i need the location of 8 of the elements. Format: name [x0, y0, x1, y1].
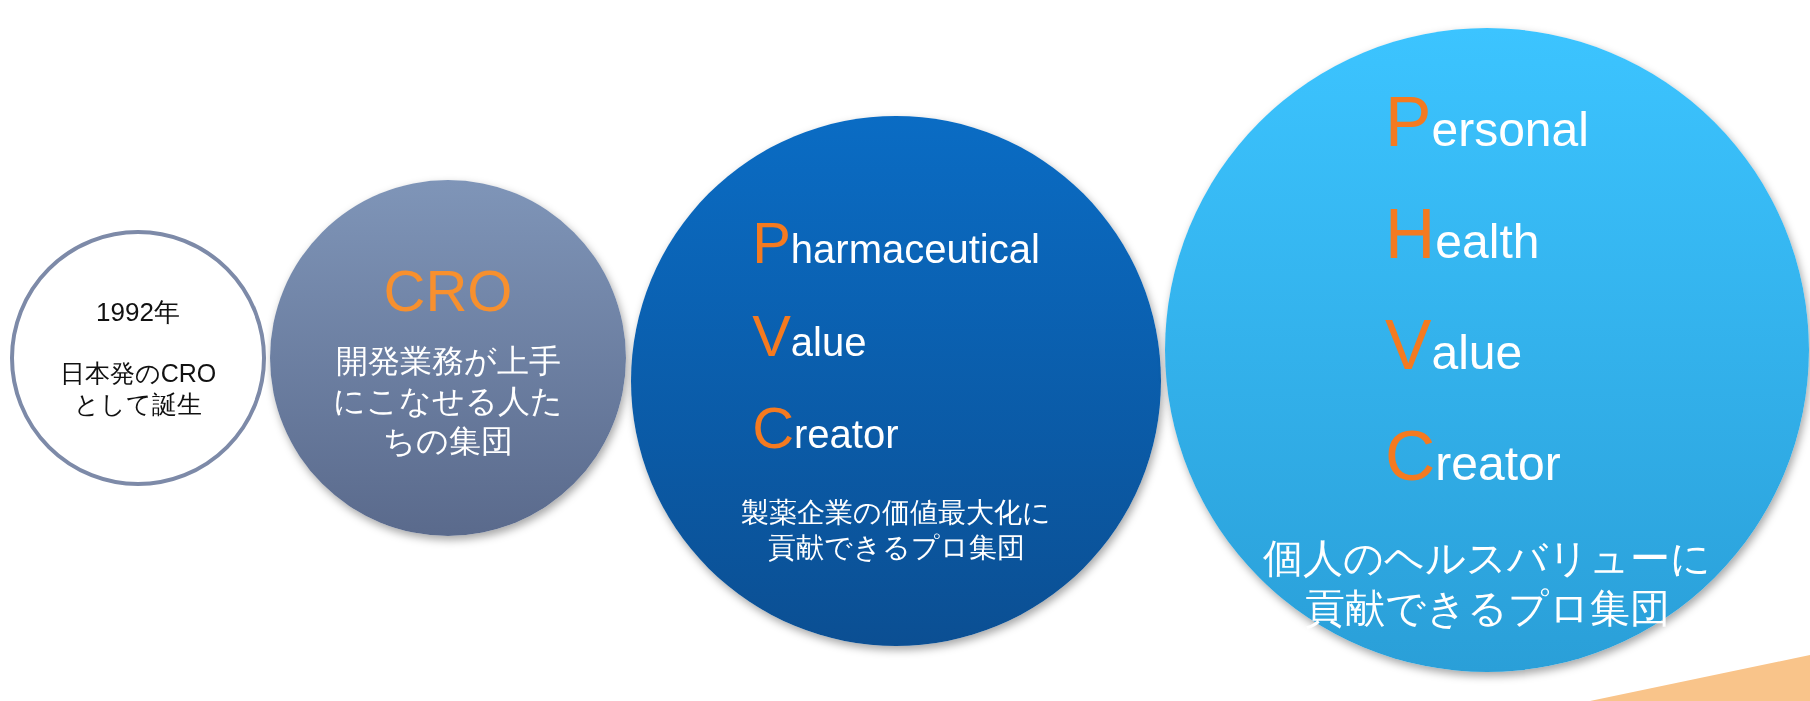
description-text: 日本発のCROとして誕生: [58, 358, 218, 421]
acronym-heading: Pharmaceutical Value Creator: [752, 208, 1040, 463]
description-text: 製薬企業の価値最大化に貢献できるプロ集団: [740, 496, 1052, 566]
year-text: 1992年: [95, 295, 181, 328]
acronym-heading: Personal Health Value Creator: [1385, 82, 1589, 498]
description-text: 個人のヘルスバリューに貢献できるプロ集団: [1262, 534, 1712, 632]
heading: CRO: [382, 256, 514, 325]
description-text: 開発業務が上手にこなせる人たちの集団: [332, 342, 564, 462]
